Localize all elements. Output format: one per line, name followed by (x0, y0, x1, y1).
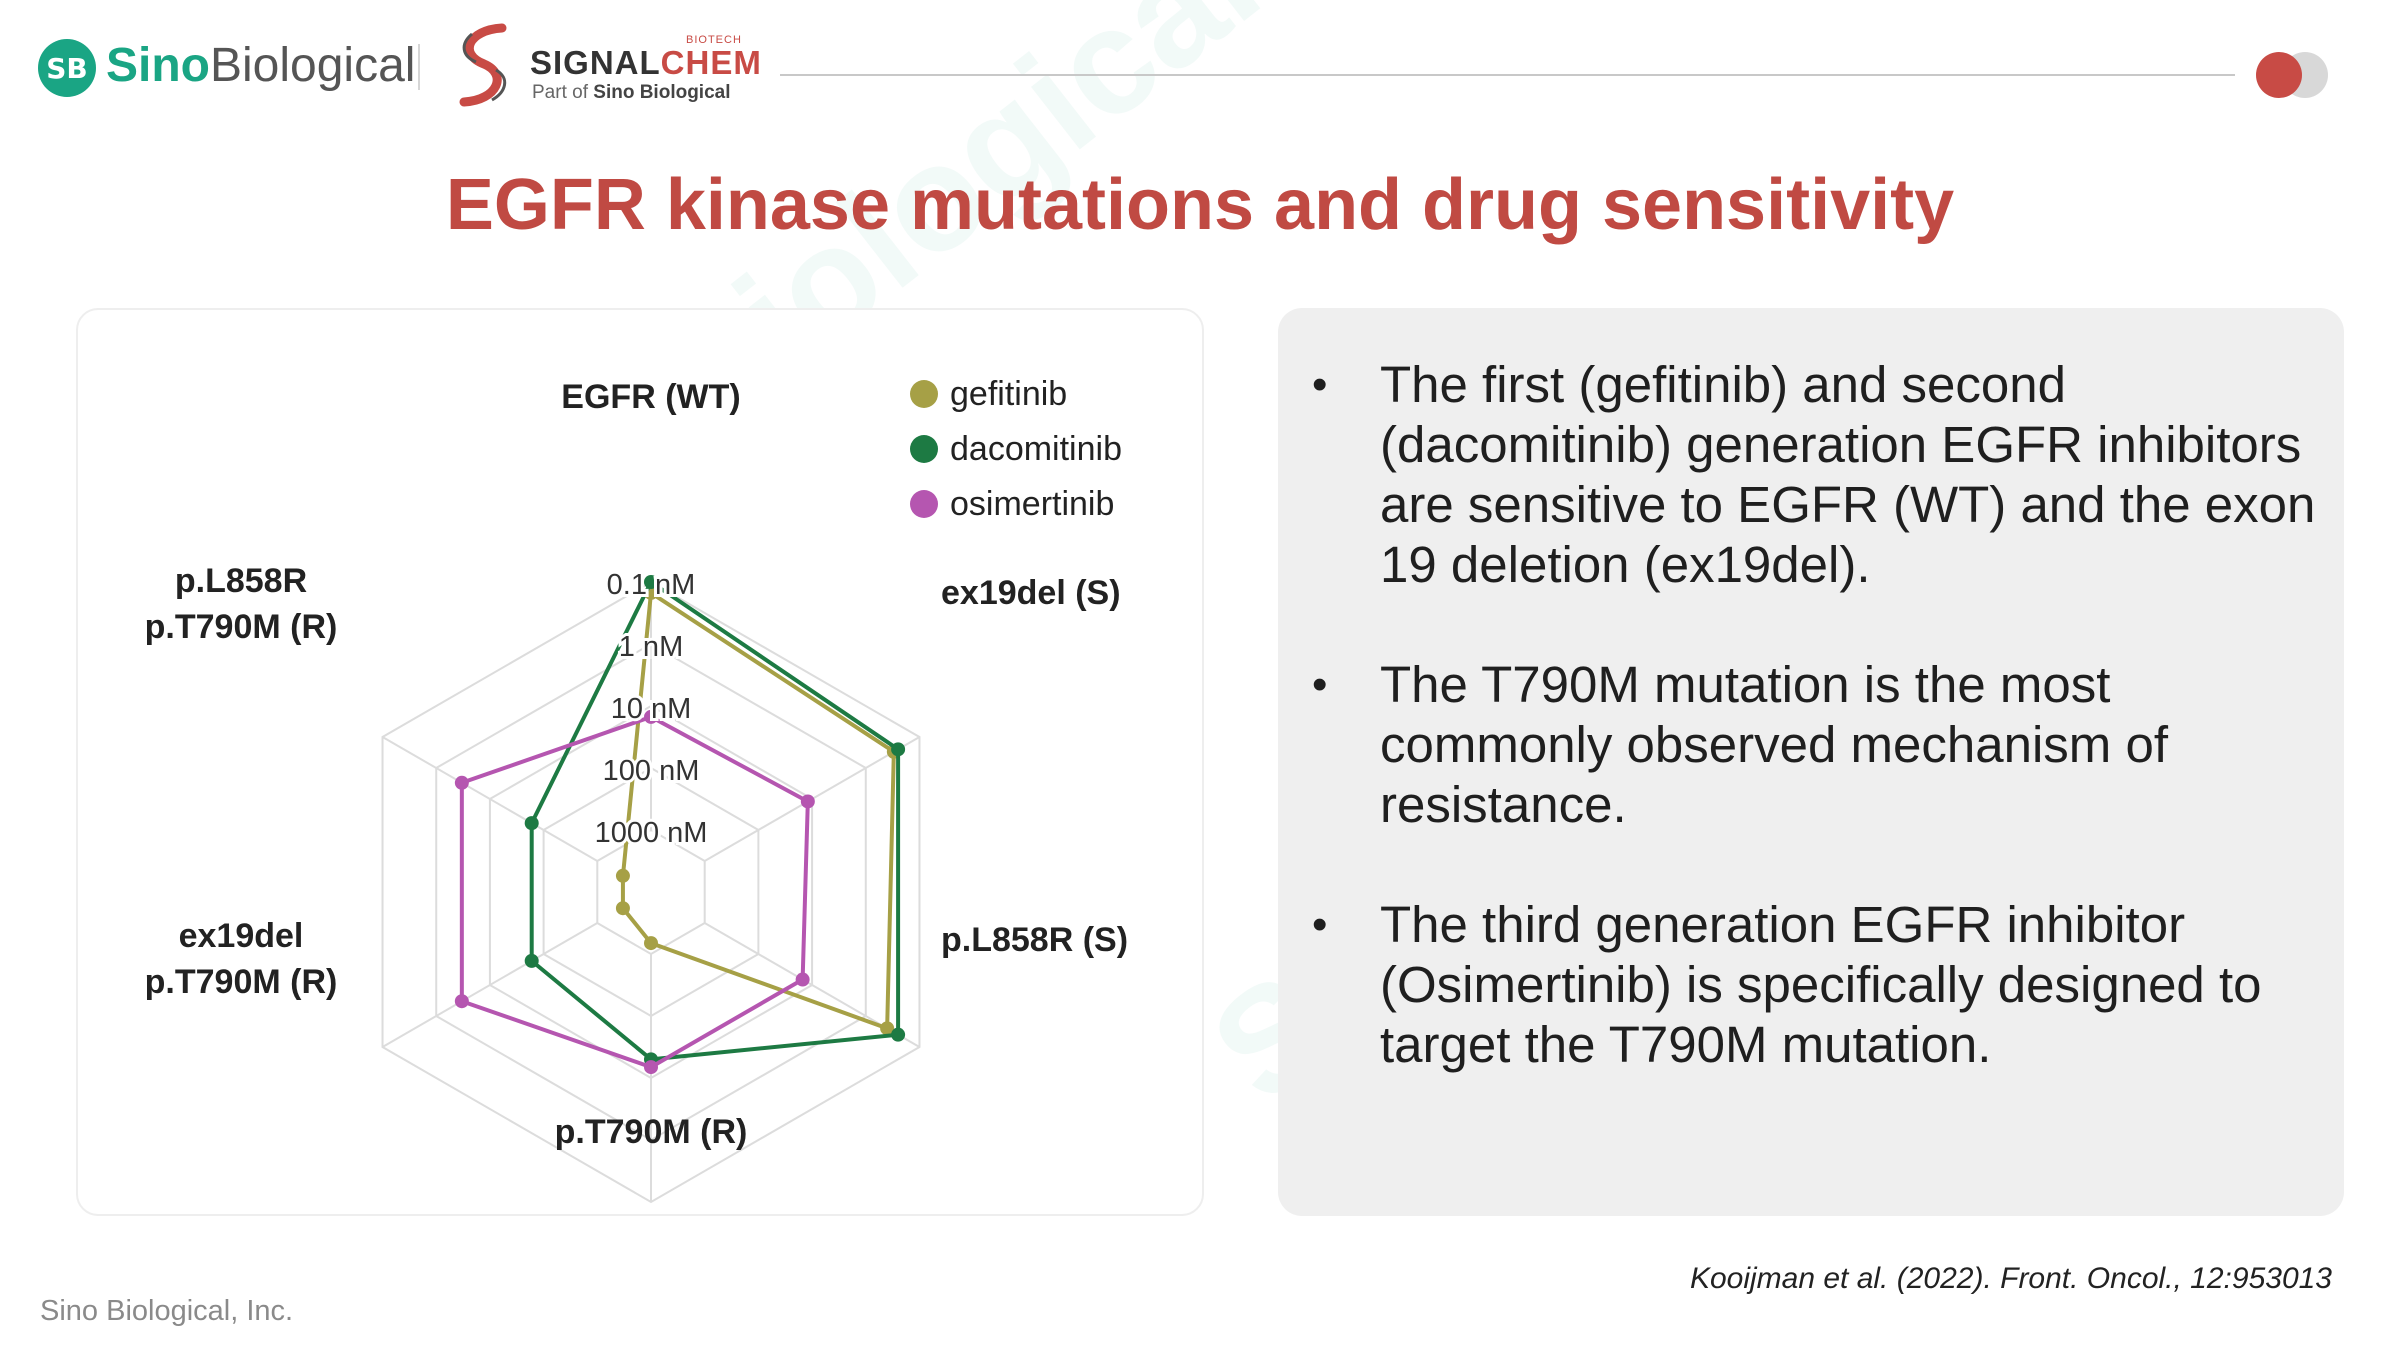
footer-company: Sino Biological, Inc. (40, 1295, 294, 1327)
data-point-dacomitinib (644, 575, 658, 589)
bullet-dot-icon: • (1312, 660, 1328, 709)
series-line-dacomitinib (529, 580, 901, 1062)
signalchem-biotech-label: BIOTECH (686, 34, 742, 46)
radar-spoke (382, 922, 598, 1048)
logo-divider (418, 44, 420, 90)
radar-ring-label: 100 nM (603, 755, 700, 787)
slide-indicator-red (2256, 52, 2302, 98)
footer-citation: Kooijman et al. (2022). Front. Oncol., 1… (1689, 1262, 2332, 1295)
legend-marker-dacomitinib (910, 435, 938, 463)
data-point-dacomitinib (891, 1027, 906, 1042)
legend-marker-gefitinib (910, 380, 938, 408)
signalchem-logo: SIGNALCHEM (530, 44, 762, 81)
bullet-dot-icon: • (1312, 900, 1328, 949)
radar-axis-label: EGFR (WT) (561, 378, 740, 416)
text-panel (1278, 308, 2344, 1216)
header-rule (780, 74, 2235, 76)
data-point-dacomitinib (891, 742, 906, 757)
data-point-gefitinib (615, 901, 630, 916)
radar-chart: 1000 nM 100 nM 10 nM 1 nM 0.1 nM EGFR (WT) ex1… (145, 375, 1128, 1204)
sino-biological-badge-icon: SB (38, 39, 96, 97)
radar-axis-label: p.T790M (R) (145, 963, 338, 1001)
radar-axis-label: p.T790M (R) (555, 1113, 748, 1151)
data-point-osimertinib (795, 972, 810, 987)
radar-axis-label: p.L858R (175, 562, 307, 600)
data-point-osimertinib (644, 1060, 658, 1075)
slide-title: EGFR kinase mutations and drug sensitivi… (445, 165, 1955, 245)
data-point-osimertinib (454, 775, 469, 790)
data-point-gefitinib (615, 868, 630, 883)
radar-ring-label: 0.1 nM (607, 569, 696, 601)
bullet-item: •The T790M mutation is the most commonly… (1312, 656, 2168, 833)
radar-ring-label: 1 nM (619, 631, 683, 663)
signalchem-part-of: Part of Sino Biological (532, 82, 731, 103)
data-point-dacomitinib (524, 816, 539, 831)
radar-spoke (382, 736, 598, 862)
bullet-item: •The first (gefitinib) and second (dacom… (1312, 356, 2316, 593)
radar-ring-label: 1000 nM (595, 817, 708, 849)
signalchem-s-icon (459, 23, 507, 107)
bullet-dot-icon: • (1312, 360, 1328, 409)
radar-axis-label: ex19del (S) (941, 574, 1121, 612)
legend-label-gefitinib: gefitinib (950, 375, 1067, 413)
data-point-gefitinib (880, 1021, 895, 1036)
data-point-osimertinib (454, 994, 469, 1009)
data-point-gefitinib (644, 936, 658, 951)
sino-biological-logo: SinoBiological (106, 39, 416, 92)
radar-ring-label: 10 nM (611, 693, 692, 725)
radar-axis-label: p.T790M (R) (145, 608, 338, 646)
radar-axis-label: p.L858R (S) (941, 921, 1128, 959)
legend-marker-osimertinib (910, 490, 938, 518)
bullet-item: •The third generation EGFR inhibitor (Os… (1312, 896, 2262, 1073)
data-point-dacomitinib (524, 953, 539, 968)
legend-label-osimertinib: osimertinib (950, 485, 1114, 523)
data-point-osimertinib (644, 709, 658, 724)
data-point-osimertinib (800, 794, 815, 809)
radar-axis-label: ex19del (179, 917, 304, 955)
bullet-list: •The first (gefitinib) and second (dacom… (1300, 355, 2320, 1135)
legend-label-dacomitinib: dacomitinib (950, 430, 1122, 468)
